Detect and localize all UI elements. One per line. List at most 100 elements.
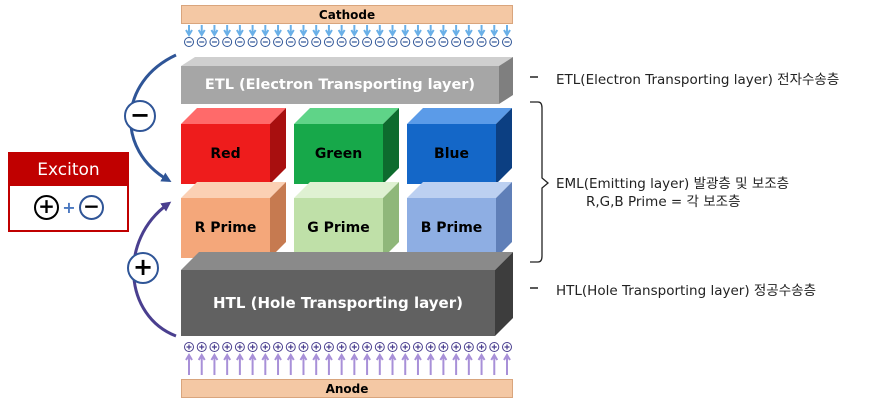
- electron-arrow: [236, 25, 244, 37]
- electron-arrow: [261, 25, 270, 37]
- green-label: Green: [314, 146, 363, 162]
- hole-arrow: [274, 353, 282, 375]
- hole-plus-mark: [288, 344, 294, 350]
- blue-front-face: [407, 124, 496, 184]
- electron-arrow: [414, 25, 422, 37]
- electron-arrow: [286, 25, 295, 37]
- electron-arrow: [299, 25, 308, 37]
- hole-plus-mark: [402, 344, 408, 350]
- eml-annotation-line2: R,G,B Prime = 각 보조층: [586, 194, 741, 210]
- blue-top-face: [407, 108, 512, 124]
- htl-side-face: [495, 252, 513, 336]
- hole-plus-mark: [351, 344, 357, 350]
- etl-annotation: ETL(Electron Transporting layer) 전자수송층: [556, 72, 840, 88]
- hole-arrow: [185, 353, 193, 375]
- hole-arrow: [363, 353, 371, 375]
- blue-side-face: [496, 108, 512, 184]
- cathode-label: Cathode: [318, 8, 376, 22]
- hole-charge-symbol: +: [132, 253, 154, 281]
- exciton-pair: + + −: [10, 186, 127, 230]
- hole-arrow: [464, 353, 473, 375]
- b-prime-side-face: [496, 182, 512, 258]
- htl-front-face: [181, 270, 495, 336]
- electron-arrow: [312, 25, 321, 37]
- htl-annotation: HTL(Hole Transporting layer) 정공수송층: [556, 283, 816, 299]
- hole-plus-mark: [300, 344, 306, 350]
- r-prime-label: R Prime: [194, 220, 257, 236]
- hole-arrow: [414, 353, 422, 375]
- htl-label: HTL (Hole Transporting layer): [213, 294, 463, 312]
- hole-plus-mark: [466, 344, 472, 350]
- hole-arrow: [477, 353, 486, 375]
- electron-arrow: [223, 25, 232, 37]
- hole-arrow: [401, 353, 410, 375]
- red-label: Red: [210, 146, 241, 162]
- htl-top-face: [181, 252, 513, 270]
- hole-plus-mark: [250, 344, 256, 350]
- hole-plus-mark: [364, 344, 370, 350]
- hole-arrow: [388, 353, 397, 375]
- green-front-face: [294, 124, 383, 184]
- b-prime-block: [407, 182, 512, 258]
- exciton-hole-circle: +: [34, 195, 59, 220]
- hole-arrow: [312, 353, 321, 375]
- hole-arrow: [223, 353, 232, 375]
- hole-plus-mark: [275, 344, 281, 350]
- electron-arrow: [210, 25, 219, 37]
- electron-charge-circle: −: [124, 100, 156, 132]
- g-prime-label: G Prime: [307, 220, 370, 236]
- electron-row: [184, 25, 512, 47]
- hole-arrow: [452, 353, 460, 375]
- g-prime-block: [294, 182, 399, 258]
- electron-arrow: [197, 25, 206, 37]
- exciton-joiner: +: [60, 195, 78, 220]
- b-prime-front-face: [407, 198, 496, 258]
- electron-arrow: [452, 25, 460, 37]
- electron-arrow: [490, 25, 499, 37]
- hole-arrow: [375, 353, 384, 375]
- hole-arrow: [197, 353, 206, 375]
- hole-plus-mark: [224, 344, 230, 350]
- hole-plus-mark: [339, 344, 345, 350]
- exciton-title: Exciton: [10, 154, 127, 186]
- electron-arrow: [325, 25, 333, 37]
- exciton-minus-symbol: −: [83, 194, 100, 218]
- hole-arrow: [503, 353, 511, 375]
- r-prime-front-face: [181, 198, 270, 258]
- hole-plus-mark: [491, 344, 497, 350]
- g-prime-side-face: [383, 182, 399, 258]
- hole-arrow: [325, 353, 333, 375]
- cathode-plate: Cathode: [181, 5, 513, 24]
- electron-arrow: [388, 25, 397, 37]
- etl-label: ETL (Electron Transporting layer): [204, 77, 476, 93]
- r-prime-side-face: [270, 182, 286, 258]
- b-prime-top-face: [407, 182, 512, 198]
- anode-label: Anode: [325, 382, 369, 396]
- r-prime-block: [181, 182, 286, 258]
- red-side-face: [270, 108, 286, 184]
- hole-plus-mark: [504, 344, 510, 350]
- eml-bracket: [530, 101, 550, 263]
- electron-arrow: [439, 25, 448, 37]
- electron-arrow: [337, 25, 346, 37]
- exciton-electron-circle: −: [79, 195, 104, 220]
- etl-front-face: [181, 66, 499, 104]
- hole-arrow: [299, 353, 308, 375]
- hole-plus-mark: [199, 344, 205, 350]
- g-prime-front-face: [294, 198, 383, 258]
- hole-charge-circle: +: [127, 252, 159, 284]
- exciton-plus-symbol: +: [38, 194, 55, 218]
- hole-arrow: [426, 353, 435, 375]
- hole-plus-mark: [428, 344, 434, 350]
- hole-arrow: [286, 353, 295, 375]
- red-front-face: [181, 124, 270, 184]
- hole-arrow: [210, 353, 219, 375]
- hole-arrow: [337, 353, 346, 375]
- hole-plus-mark: [479, 344, 485, 350]
- exciton-box: Exciton + + −: [8, 152, 129, 232]
- hole-plus-mark: [377, 344, 383, 350]
- hole-arrow: [439, 353, 448, 375]
- electron-charge-symbol: −: [129, 101, 151, 129]
- g-prime-top-face: [294, 182, 399, 198]
